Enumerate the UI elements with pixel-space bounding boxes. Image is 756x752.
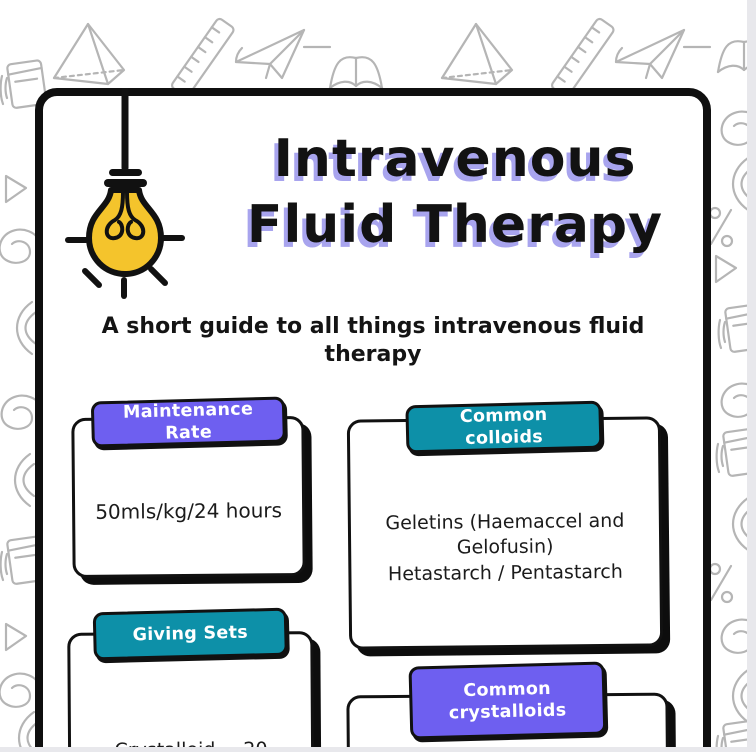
card-common-colloids: Common colloids Geletins (Haemaccel and … (346, 400, 664, 650)
card-giving-sets: Giving Sets Crystalloid = 20 drops/ml (67, 607, 315, 752)
arcs-icon (13, 452, 36, 508)
card-header-common-colloids: Common colloids (405, 400, 603, 454)
spiral-icon (0, 228, 42, 264)
card-header-label: Common colloids (459, 404, 548, 449)
ruler-icon (549, 16, 617, 99)
page-title-line2: Fluid Therapy (246, 195, 664, 255)
chevron-icon (4, 622, 28, 652)
page-subtitle: A short guide to all things intravenous … (101, 314, 645, 367)
percent-icon (708, 206, 734, 248)
page-title: Intravenous Fluid Therapy (215, 126, 695, 258)
colloids-line: Gelofusin) (456, 535, 554, 559)
lightbulb-icon (65, 88, 185, 299)
viewport-edge-bottom (0, 747, 756, 752)
arcs-icon (15, 300, 38, 356)
card-header-maintenance-rate: Maintenance Rate (90, 396, 286, 448)
ruler-icon (169, 16, 237, 99)
colloids-line: Hetastarch / Pentastarch (387, 560, 623, 585)
card-header-label: Maintenance Rate (122, 399, 253, 444)
card-body-common-colloids: Geletins (Haemaccel and Gelofusin) Hetas… (350, 449, 660, 646)
chevron-icon (714, 254, 738, 284)
book-icon (328, 56, 384, 90)
card-header-label: Giving Sets (132, 622, 249, 646)
maintenance-rate-value: 50mls/kg/24 hours (95, 498, 283, 525)
chevron-icon (4, 174, 28, 204)
card-body-maintenance-rate: 50mls/kg/24 hours (75, 449, 303, 575)
card-header-label: Common crystalloids (448, 678, 567, 724)
card-header-common-crystalloids: Common crystalloids (408, 661, 607, 740)
colloids-line: Geletins (Haemaccel and (385, 509, 625, 535)
pyramid-icon (52, 22, 126, 86)
card-header-giving-sets: Giving Sets (92, 607, 288, 661)
card-maintenance-rate: Maintenance Rate 50mls/kg/24 hours (71, 396, 306, 579)
percent-icon (708, 562, 734, 604)
paper-plane-icon (614, 28, 686, 80)
card-common-crystalloids: Common crystalloids (346, 661, 670, 752)
paper-plane-icon (234, 28, 306, 80)
pyramid-icon (440, 22, 514, 86)
viewport-edge-right (747, 0, 756, 752)
page-title-line1: Intravenous (273, 129, 637, 189)
spiral-icon (0, 672, 42, 708)
